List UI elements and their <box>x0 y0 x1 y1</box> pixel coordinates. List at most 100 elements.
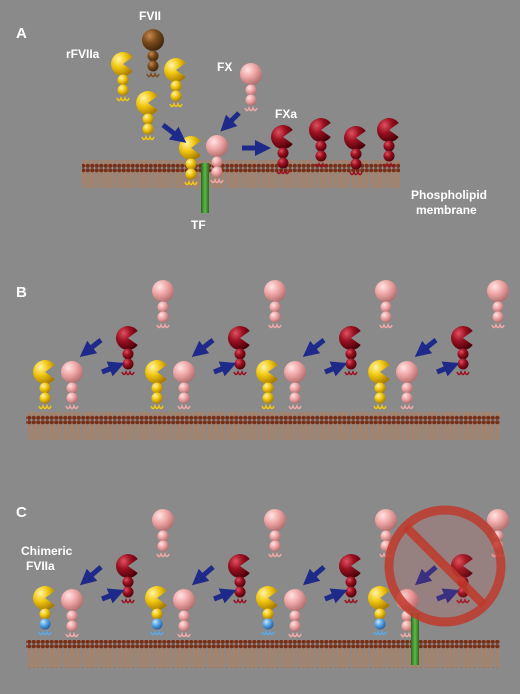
egf-domain <box>262 382 274 394</box>
egf-domain <box>178 620 190 632</box>
fviia-molecule <box>164 58 186 108</box>
gla-domain <box>344 369 358 376</box>
reaction-arrow <box>101 588 125 604</box>
fviia-molecule <box>32 359 55 410</box>
egf-domain <box>117 74 129 86</box>
egf-domain <box>289 382 301 394</box>
gla-domain <box>373 629 387 636</box>
egf-domain <box>170 90 182 102</box>
protease-head <box>32 586 55 611</box>
fx-molecule <box>284 361 306 410</box>
egf-domain <box>66 610 78 622</box>
egf-domain <box>122 358 134 370</box>
reaction-arrow <box>302 565 326 586</box>
protease-head <box>309 118 331 142</box>
gla-domain <box>38 403 52 410</box>
fx-molecule <box>61 589 83 638</box>
gla-domain <box>233 597 247 604</box>
egf-domain <box>345 358 357 370</box>
egf-domain <box>277 147 289 159</box>
reaction-arrow <box>79 338 103 357</box>
fx-molecule <box>152 280 174 329</box>
reaction-arrow <box>220 111 241 132</box>
tissue-factor <box>201 163 209 213</box>
egf-domain <box>269 530 281 542</box>
membrane-label-line1: Phospholipid <box>411 188 487 202</box>
protease-head <box>173 589 195 611</box>
egf-domain <box>289 620 301 632</box>
fviia-molecule <box>256 359 278 410</box>
chimeric-label-line2: FVIIa <box>26 559 55 573</box>
egf-domain <box>66 382 78 394</box>
protease-head <box>375 280 397 302</box>
egf-domain <box>380 301 392 313</box>
protease-head <box>152 280 174 302</box>
fx-molecule <box>61 361 83 410</box>
fx-molecule <box>206 135 228 184</box>
gla-domain <box>65 403 79 410</box>
egf-domain <box>315 150 327 162</box>
gla-domain <box>349 169 363 176</box>
gla-domain <box>276 168 290 175</box>
reaction-arrow <box>213 361 237 377</box>
reaction-arrows <box>79 111 460 604</box>
chimeric-molecule <box>32 586 55 636</box>
egf-domain <box>178 610 190 622</box>
fviia-molecule <box>144 359 167 410</box>
reaction-arrow <box>191 565 215 586</box>
gla-domain <box>456 369 470 376</box>
gla-domain <box>288 403 302 410</box>
protease-head <box>144 586 167 610</box>
protease-head <box>264 509 286 531</box>
gla-domain <box>233 369 247 376</box>
egf-domain <box>380 530 392 542</box>
reaction-arrow <box>79 565 103 586</box>
egf-domain <box>122 576 134 588</box>
chimeric-gla-domain <box>374 618 386 630</box>
egf-domain <box>269 311 281 323</box>
egf-domain <box>151 382 163 394</box>
protease-head <box>487 509 509 531</box>
reaction-arrow <box>436 588 460 604</box>
protease-head <box>396 361 418 383</box>
fvii-molecule <box>142 29 164 78</box>
panel-b-label: B <box>16 284 27 301</box>
chimeric-gla-domain <box>262 618 274 630</box>
fvii-label: FVII <box>139 9 161 23</box>
egf-domain <box>315 140 327 152</box>
egf-domain <box>492 301 504 313</box>
chimeric-molecule <box>368 586 390 636</box>
gla-domain <box>65 631 79 638</box>
egf-domain <box>350 148 362 160</box>
fx-molecule <box>284 589 306 638</box>
gla-domain <box>268 322 282 329</box>
egf-domain <box>178 382 190 394</box>
protease-head <box>344 126 366 151</box>
protease-head <box>339 554 361 579</box>
egf-domain <box>157 301 169 313</box>
fx-molecule <box>240 63 262 112</box>
egf-domain <box>142 123 154 135</box>
gla-domain <box>261 403 275 410</box>
gla-domain <box>314 161 328 168</box>
protease-head <box>115 326 138 351</box>
fx-molecule <box>375 509 397 558</box>
protease-head <box>284 361 306 383</box>
reaction-arrow <box>191 338 215 357</box>
membrane-label-line2: membrane <box>416 203 477 217</box>
egf-domain <box>211 166 223 178</box>
gla-domain <box>141 134 155 141</box>
gla-domain <box>379 322 393 329</box>
reaction-arrow <box>324 361 348 377</box>
egf-domain <box>277 157 289 169</box>
protease-head <box>142 29 164 51</box>
protease-head <box>284 589 306 611</box>
gla-domain <box>261 629 275 636</box>
egf-domain <box>234 358 246 370</box>
panel-a-label: A <box>16 25 27 42</box>
gla-domain <box>150 403 164 410</box>
fx-label: FX <box>217 60 232 74</box>
egf-domain <box>492 311 504 323</box>
protease-head <box>136 91 158 116</box>
egf-domain <box>269 540 281 552</box>
